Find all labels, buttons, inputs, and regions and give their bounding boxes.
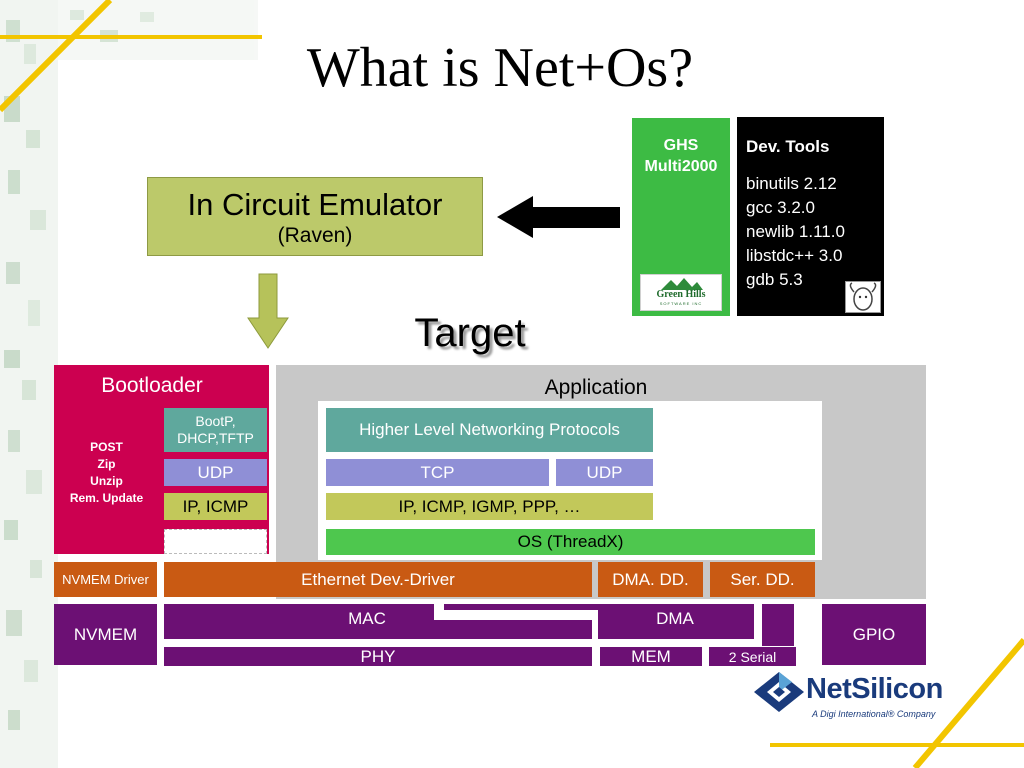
higher-level-protocols-box: Higher Level Networking Protocols [326,408,653,452]
in-circuit-emulator-box: In Circuit Emulator (Raven) [147,177,483,256]
left-arrow [497,196,620,238]
green-hills-logo-text: Green Hills [656,289,706,300]
ghs-label-line2: Multi2000 [644,158,718,175]
slide-title: What is Net+Os? [306,37,694,99]
bootloader-item: Zip [97,457,116,471]
left-mosaic [0,0,258,768]
bootloader-heading: Bootloader [101,374,203,397]
os-threadx-box: OS (ThreadX) [326,529,815,555]
bootloader-udp-box: UDP [164,459,267,486]
green-hills-logo-sub: SOFTWARE INC [659,301,703,306]
dma-dd-box: DMA. DD. [598,562,703,597]
bootloader-item: Rem. Update [69,491,144,505]
bootloader-item: POST [90,440,123,454]
ser-dd-box: Ser. DD. [710,562,815,597]
dev-tools-heading: Dev. Tools [746,137,830,156]
nvmem-box: NVMEM [54,604,157,665]
gpio-box: GPIO [822,604,926,665]
nvmem-driver-box: NVMEM Driver [54,562,157,597]
mountains-icon [661,278,703,290]
mac-label: MAC [348,609,386,628]
application-heading: Application [544,376,648,399]
mem-label: MEM [631,646,671,666]
bootloader-item: Unzip [90,474,123,488]
dma-label: DMA [656,609,694,628]
ethernet-driver-box: Ethernet Dev.-Driver [164,562,592,597]
bootloader-items: POST Zip Unzip Rem. Update [54,439,159,507]
bootloader-ip-box: IP, ICMP [164,493,267,520]
emulator-name: In Circuit Emulator [187,186,443,222]
gnu-icon [845,281,881,313]
app-udp-box: UDP [556,459,653,486]
dev-tool-item: libstdc++ 3.0 [746,246,843,265]
empty-placeholder-box [164,529,267,554]
dev-tool-item: gcc 3.2.0 [746,198,815,217]
target-label: Target [414,310,526,355]
netsilicon-logo-text: NetSilicon [806,673,943,705]
phy-label: PHY [360,646,396,666]
tcp-box: TCP [326,459,549,486]
yellow-slash-top [0,0,113,113]
emulator-sub: (Raven) [277,223,353,247]
dev-tool-item: gdb 5.3 [746,270,803,289]
ghs-label-line1: GHS [663,137,699,154]
netsilicon-logo: NetSilicon A Digi International® Company [748,666,978,726]
app-ip-stack-box: IP, ICMP, IGMP, PPP, … [326,493,653,520]
mac-dma-hardware-shape [164,604,796,666]
serial-label: 2 Serial [728,648,777,665]
netsilicon-tagline: A Digi International® Company [812,709,936,719]
bootp-dhcp-tftp-box: BootP, DHCP,TFTP [164,408,267,452]
netsilicon-logo-icon [754,672,804,712]
dev-tool-item: binutils 2.12 [746,174,837,193]
dev-tool-item: newlib 1.11.0 [746,222,845,241]
green-hills-logo: Green Hills SOFTWARE INC [640,274,722,311]
down-arrow [247,273,289,349]
